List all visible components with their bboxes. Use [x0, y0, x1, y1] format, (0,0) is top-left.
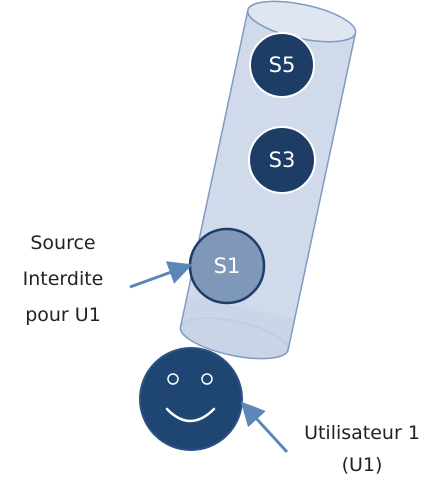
user-label: Utilisateur 1 (U1): [304, 422, 420, 476]
cylinder-bottom-cover: [181, 295, 294, 350]
source-node-s3[interactable]: S3: [248, 126, 316, 194]
source-node-s1[interactable]: S1: [188, 227, 266, 305]
source-label-s5: S5: [269, 53, 296, 77]
forbidden-label-line2: Interdite: [23, 268, 104, 290]
arrow-to-s1: [129, 261, 193, 289]
source-label-s3: S3: [269, 148, 296, 172]
user-label-line1: Utilisateur 1: [304, 422, 420, 444]
user-label-line2: (U1): [342, 454, 383, 476]
forbidden-label-line1: Source: [30, 232, 95, 254]
forbidden-label-line3: pour U1: [25, 304, 101, 326]
source-label-s1: S1: [214, 254, 241, 278]
source-node-s5[interactable]: S5: [249, 32, 315, 98]
forbidden-source-label: Source Interdite pour U1: [23, 232, 104, 326]
user-face-icon[interactable]: [139, 347, 243, 451]
arrow-to-user: [240, 401, 289, 454]
